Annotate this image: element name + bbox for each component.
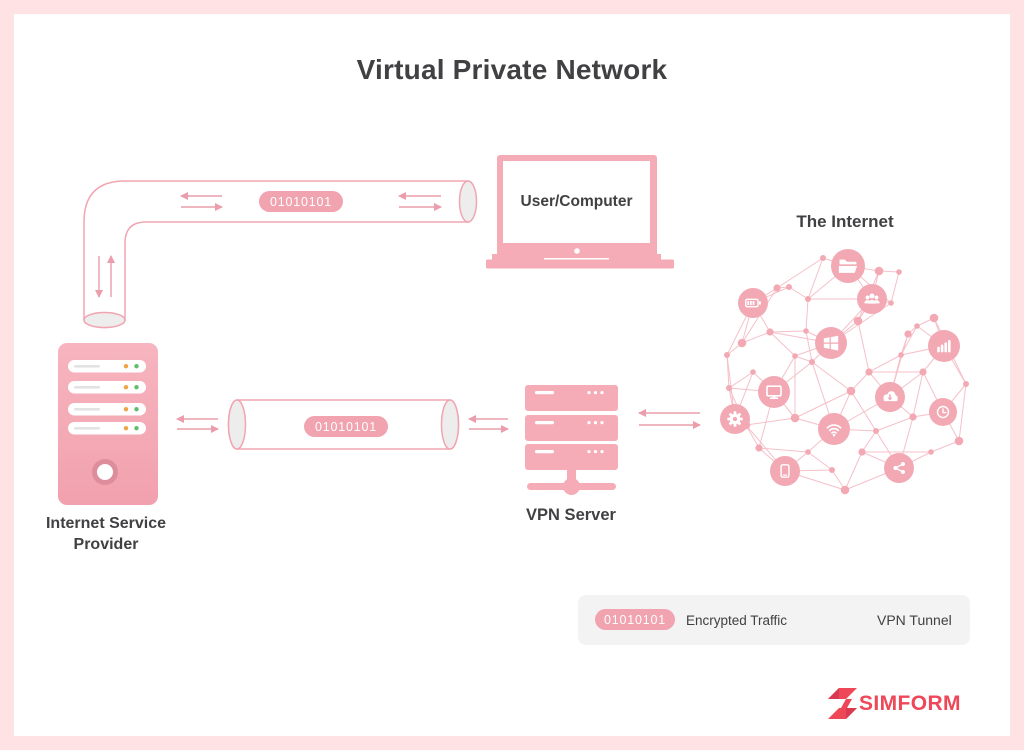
diagram-title: Virtual Private Network [356, 54, 668, 85]
internet-label: The Internet [796, 212, 894, 231]
bar-chart-icon [928, 330, 960, 362]
cloud-download-icon [875, 382, 905, 412]
share-icon [884, 453, 914, 483]
users-icon [857, 284, 887, 314]
tunnel-opening-bottom [83, 311, 126, 329]
windows-icon [815, 327, 847, 359]
vpn-server-label: VPN Server [526, 506, 616, 524]
smartphone-icon [770, 456, 800, 486]
simform-logo-text: SIMFORM [859, 692, 961, 715]
vpn-server-icon [525, 385, 618, 495]
traffic-arrows-vertical [95, 255, 115, 298]
battery-icon [738, 288, 768, 318]
folder-icon [831, 249, 865, 283]
clock-icon [929, 398, 957, 426]
globe-nodes [724, 255, 969, 495]
wifi-icon [818, 413, 850, 445]
legend-tunnel-label: VPN Tunnel [877, 612, 952, 628]
tunnel-opening-left [227, 399, 247, 450]
encrypted-data-pill-top: 01010101 [259, 191, 343, 212]
status-led-orange [123, 364, 129, 431]
traffic-arrows-vpn-left [468, 415, 509, 433]
traffic-arrows-vpn-right [638, 409, 701, 429]
tunnel-opening-right [458, 180, 478, 223]
simform-logo-icon [828, 688, 857, 719]
isp-label: Internet Service Provider [45, 515, 167, 553]
encrypted-data-pill-middle: 01010101 [304, 416, 388, 437]
internet-globe [720, 249, 969, 495]
globe-icons [720, 249, 960, 486]
isp-server-icon [58, 343, 158, 505]
user-computer-icon [486, 155, 674, 269]
legend-encrypted-label: Encrypted Traffic [686, 612, 788, 628]
tunnel-user-to-isp [83, 180, 478, 329]
status-led-green [134, 364, 139, 431]
traffic-arrows-isp [176, 415, 219, 433]
traffic-arrows-top-right [398, 192, 442, 211]
traffic-arrows-top-left [180, 192, 223, 211]
tunnel-opening-right [440, 399, 460, 450]
legend-encrypted-pill: 01010101 [595, 609, 675, 630]
user-computer-label: User/Computer [520, 193, 633, 210]
monitor-icon [758, 376, 790, 408]
gear-icon [720, 404, 750, 434]
